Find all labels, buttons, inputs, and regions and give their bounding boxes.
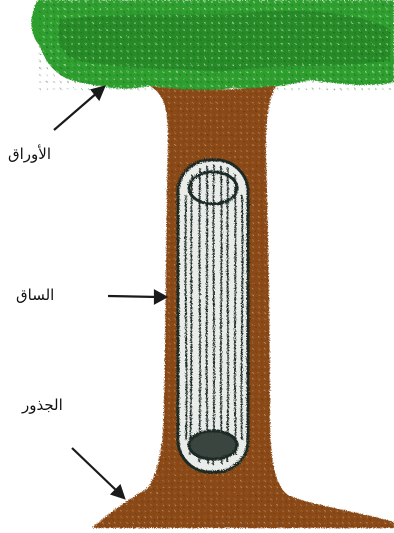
wood-knot-bottom (189, 431, 237, 459)
arrows (54, 87, 166, 498)
roots-arrow (72, 448, 118, 492)
leaves-arrowhead (92, 87, 104, 99)
trunk-label: الساق (16, 286, 54, 304)
foliage (31, 0, 394, 90)
leaves-label: الأوراق (8, 145, 51, 163)
trunk-arrowhead (155, 291, 166, 303)
trunk-arrow (108, 296, 158, 297)
leaves-arrow (54, 92, 98, 130)
trunk-cross-section (178, 160, 248, 472)
roots-label: الجذور (22, 396, 63, 414)
foliage-texture (38, 0, 394, 90)
